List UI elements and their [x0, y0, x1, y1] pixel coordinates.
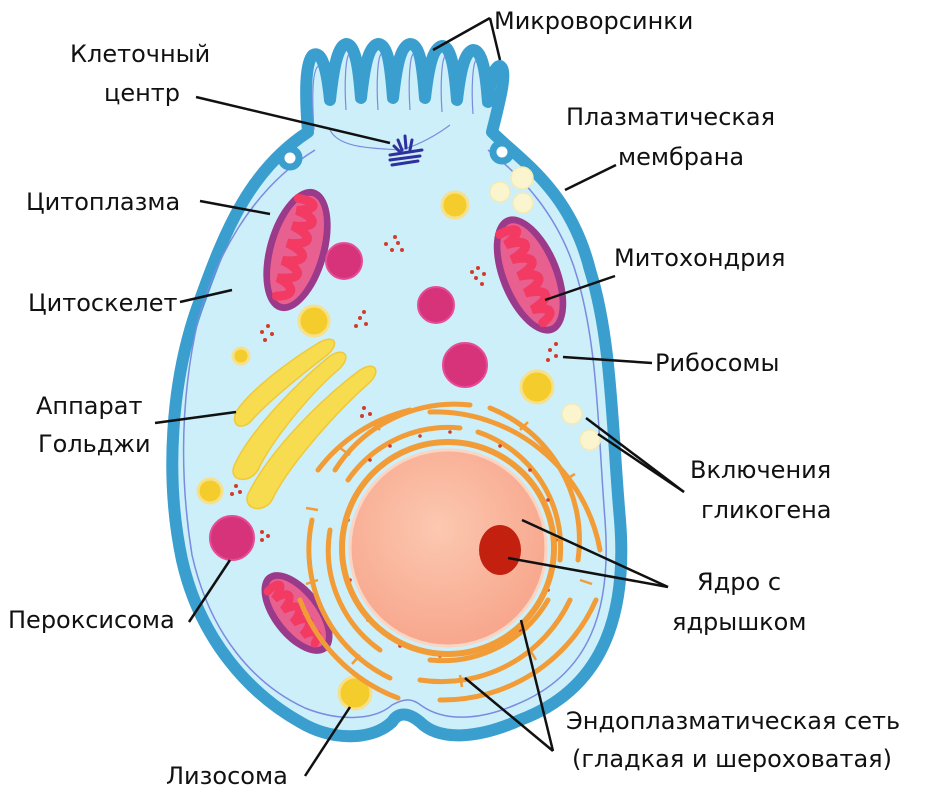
label-centrosome-line2: центр [104, 79, 180, 107]
label-ribosomes: Рибосомы [655, 349, 780, 377]
label-cytoskeleton: Цитоскелет [28, 289, 177, 317]
membrane-pocket-left [277, 145, 303, 171]
label-mitochondrion: Митохондрия [614, 244, 785, 272]
label-centrosome-line1: Клеточный [70, 40, 210, 68]
golgi-apparatus [232, 338, 377, 510]
nucleus [348, 448, 548, 648]
label-golgi-line1: Аппарат [36, 392, 142, 420]
peroxisomes [209, 242, 488, 561]
label-golgi-line2: Гольджи [38, 430, 151, 458]
label-er-line1: Эндоплазматическая сеть [566, 707, 900, 735]
mitochondrion-right [493, 216, 567, 334]
label-lysosome: Лизосома [166, 762, 288, 790]
membrane-pocket-right [489, 139, 515, 165]
er-spines [305, 421, 593, 688]
label-cytoplasm: Цитоплазма [26, 188, 180, 216]
label-microvilli: Микроворсинки [494, 7, 693, 35]
label-glycogen-line2: гликогена [701, 496, 832, 524]
nuclear-envelope [339, 439, 557, 657]
label-nucleus-line1: Ядро с [697, 568, 781, 596]
centrosome [388, 134, 424, 167]
label-peroxisome: Пероксисома [8, 606, 175, 634]
microvilli-inner [312, 53, 477, 151]
leader-lines [154, 16, 685, 777]
cytoskeleton [182, 149, 607, 719]
nucleolus [479, 525, 521, 575]
mitochondrion-left [263, 188, 331, 312]
label-membrane-line2: мембрана [618, 143, 744, 171]
label-membrane-line1: Плазматическая [566, 103, 775, 131]
lysosomes [196, 190, 555, 711]
label-nucleus-line2: ядрышком [672, 608, 806, 636]
ribosomes [230, 235, 558, 542]
glycogen-inclusions [489, 166, 601, 451]
label-glycogen-line1: Включения [690, 456, 831, 484]
label-er-line2: (гладкая и шероховатая) [572, 745, 892, 773]
